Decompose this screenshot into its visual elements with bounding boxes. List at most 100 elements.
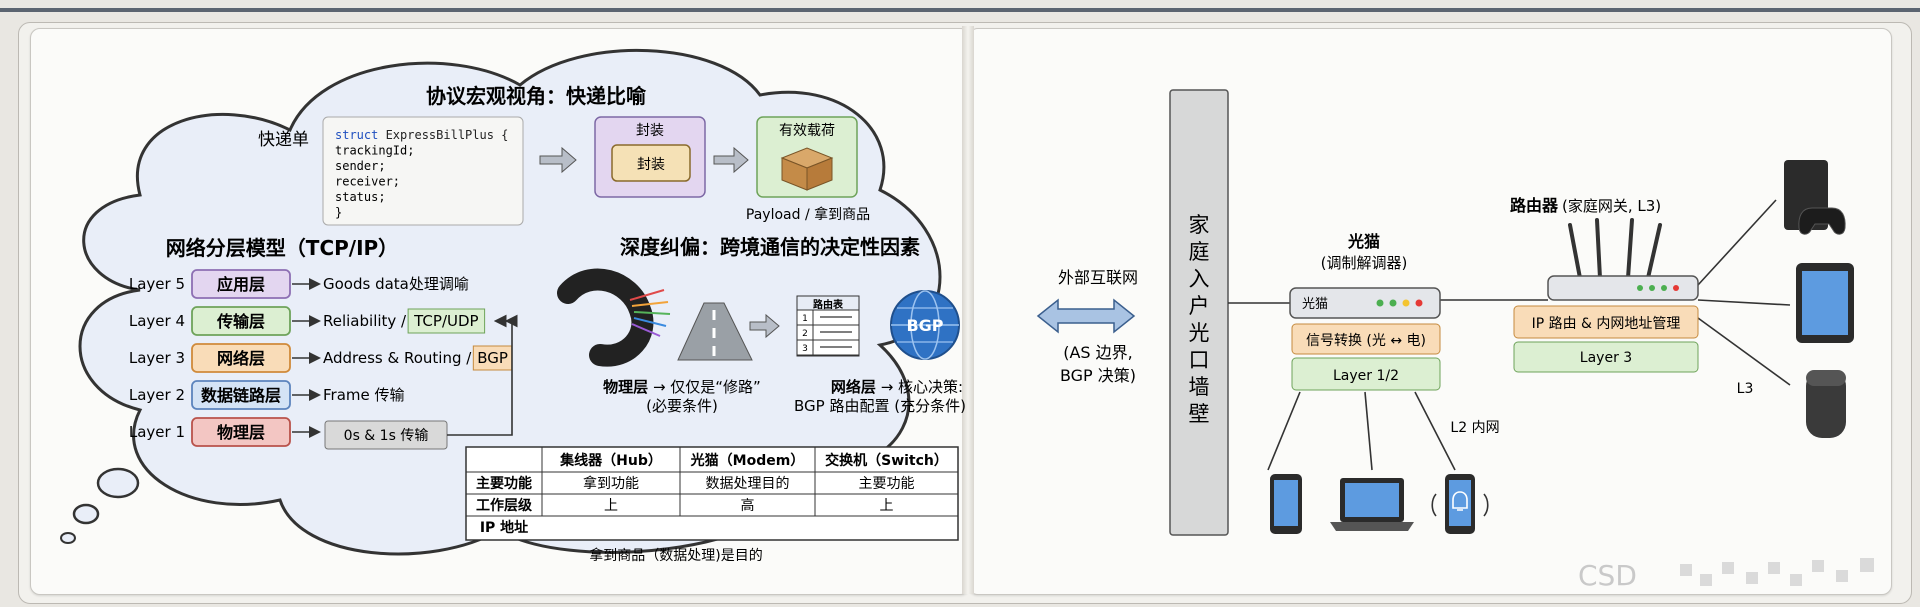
- modem-icon: 光猫: [1289, 287, 1441, 319]
- modem-sub: (调制解调器): [1321, 254, 1408, 272]
- encap-inner-box: [611, 144, 691, 182]
- router-layer-box: [1513, 341, 1699, 373]
- wall-char: 户: [1189, 294, 1210, 318]
- wall-char: 光: [1189, 321, 1210, 345]
- payload-title: 有效载荷: [779, 123, 835, 139]
- layer-tag: Layer 3: [129, 349, 185, 367]
- globe-icon: BGP: [890, 290, 960, 360]
- route-table-icon: 路由表 123: [796, 295, 860, 357]
- router-icon: [1547, 218, 1699, 301]
- layer-name: 物理层: [217, 423, 265, 442]
- phys-caption: 物理层 → 仅仅是“修路”: [603, 378, 761, 396]
- table-cell: 集线器（Hub）: [559, 452, 662, 469]
- internet-sub-1: (AS 边界,: [1063, 343, 1133, 362]
- wall-panel: [1169, 89, 1229, 536]
- layer-tag: Layer 5: [129, 275, 185, 293]
- wall-char: 壁: [1189, 402, 1210, 426]
- l2-label: L2 内网: [1450, 420, 1499, 436]
- encap-outer-label: 封装: [636, 123, 664, 139]
- tablet-icon: [1796, 263, 1854, 343]
- table-footer: 拿到商品（数据处理)是目的: [589, 547, 762, 564]
- fiber-cable-icon: [557, 268, 671, 367]
- router-func: IP 路由 & 内网地址管理: [1532, 316, 1681, 332]
- thought-cloud: [60, 48, 942, 556]
- modem-layer: Layer 1/2: [1333, 368, 1399, 384]
- modem-func-box: [1291, 323, 1441, 355]
- layer-badge-box: [407, 308, 486, 334]
- net-caption-2: BGP 路由配置 (充分条件): [794, 397, 966, 415]
- arrow-right-icon: [539, 146, 577, 174]
- wall-char: 墙: [1189, 375, 1210, 399]
- code-line: receiver;: [335, 175, 400, 189]
- smart-bell-icon: [1431, 474, 1489, 534]
- table-cell: 拿到功能: [583, 475, 639, 492]
- table-cell: 工作层级: [476, 497, 533, 514]
- layer-box: [191, 269, 291, 299]
- table-cell: 上: [604, 498, 618, 514]
- router-sub: (家庭网关, L3): [1562, 197, 1661, 215]
- network-links: [1228, 199, 1791, 471]
- road-icon: [677, 302, 753, 361]
- code-line: sender;: [335, 159, 386, 173]
- watermark: CSD: [1578, 559, 1637, 592]
- wall-char: 口: [1189, 348, 1210, 372]
- layer-name: 应用层: [217, 275, 265, 294]
- watermark-blocks: [1680, 558, 1874, 586]
- code-line: trackingId;: [335, 144, 414, 158]
- modem-func: 信号转换 (光 ↔ 电): [1306, 332, 1426, 349]
- net-caption: 网络层 → 核心决策:: [831, 378, 963, 396]
- arrow-right-icon: [749, 313, 780, 339]
- code-lines: struct ExpressBillPlus { trackingId; sen…: [335, 128, 508, 220]
- layer-tag: Layer 4: [129, 312, 185, 330]
- table-cell: 上: [880, 498, 894, 514]
- router-func-box: [1513, 305, 1699, 339]
- layer-name: 数据链路层: [201, 386, 281, 405]
- bill-label: 快递单: [258, 130, 309, 150]
- modem-title: 光猫: [1347, 232, 1380, 251]
- layer-desc: Reliability /: [323, 312, 407, 330]
- layer-tag: Layer 2: [129, 386, 185, 404]
- package-box-icon: [780, 147, 834, 191]
- wall-char: 家: [1189, 213, 1210, 237]
- arrow-right-icon: [713, 146, 749, 174]
- layer-tag: Layer 1: [129, 423, 185, 441]
- table-cell: 数据处理目的: [706, 476, 790, 492]
- double-arrow-icon: [1036, 298, 1136, 334]
- layer-badge: BGP: [477, 349, 508, 367]
- layer-box: [191, 343, 291, 373]
- layer-name: 传输层: [216, 312, 265, 331]
- wall-char: 庭: [1189, 240, 1210, 264]
- table-cell: 高: [741, 497, 755, 514]
- code-line: status;: [335, 190, 386, 204]
- layer-desc: Frame 传输: [323, 386, 405, 404]
- layer-box: [191, 380, 291, 410]
- table-cell: 交换机（Switch）: [825, 452, 948, 469]
- route-row-id: 3: [802, 344, 808, 354]
- modem-layer-box: [1291, 357, 1441, 391]
- route-row-id: 1: [802, 314, 808, 324]
- table-cell: IP 地址: [480, 519, 528, 536]
- table-cell: 光猫（Modem）: [690, 452, 805, 469]
- internet-label: 外部互联网: [1058, 268, 1138, 287]
- laptop-icon: [1330, 478, 1414, 531]
- layer-desc: Goods data处理调喻: [323, 275, 469, 293]
- layer-desc: Address & Routing /: [323, 349, 472, 367]
- book-spine: [962, 26, 974, 594]
- table-cell: 主要功能: [859, 476, 915, 492]
- game-console-icon: [1784, 160, 1846, 235]
- layers-title: 网络分层模型（TCP/IP）: [166, 236, 398, 260]
- layer-box: [191, 306, 291, 336]
- payload-caption: Payload / 拿到商品: [746, 206, 870, 223]
- code-card: [322, 116, 524, 226]
- l3-label: L3: [1737, 381, 1754, 397]
- route-row-id: 2: [802, 329, 808, 339]
- encap-inner-label: 封装: [637, 157, 665, 173]
- top-edge: [0, 8, 1920, 12]
- table-cell: 主要功能: [476, 475, 532, 492]
- layer-badge-box: [472, 345, 513, 371]
- layer-box: [191, 417, 291, 447]
- code-line: struct ExpressBillPlus {: [335, 128, 508, 142]
- phone-icon: [1270, 474, 1302, 534]
- bgp-label: BGP: [906, 316, 943, 335]
